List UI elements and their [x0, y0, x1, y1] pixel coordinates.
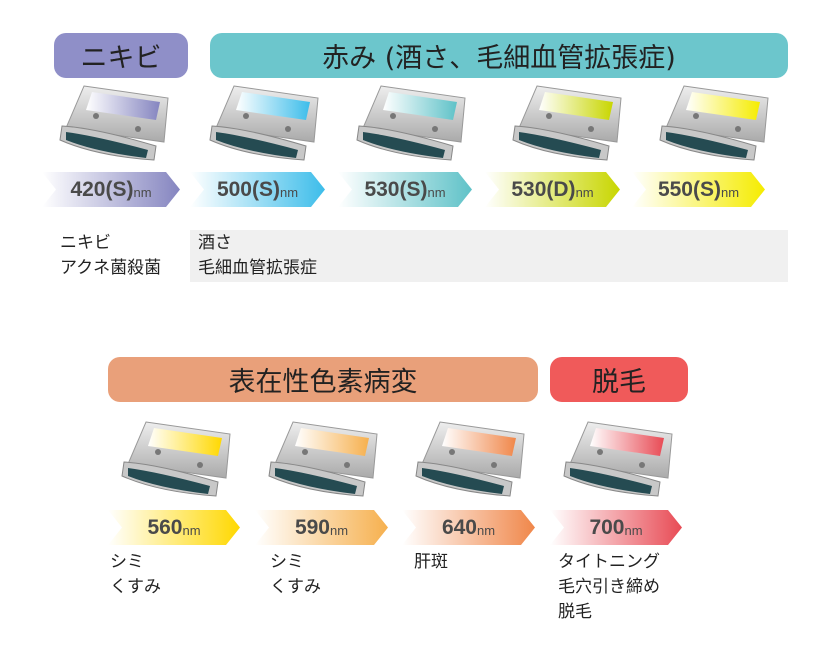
- filter-head-image: [412, 420, 530, 498]
- redness-desc-box: [190, 230, 788, 282]
- wavelength-value: 560: [147, 515, 183, 539]
- wavelength-arrow: 420(S)nm: [42, 172, 180, 207]
- filter-head-image: [206, 84, 324, 162]
- wavelength-value: 500(S): [216, 177, 280, 201]
- desc-590: シミくすみ: [270, 552, 321, 597]
- desc-560: シミくすみ: [110, 552, 161, 597]
- header-redness: 赤み (酒さ、毛細血管拡張症): [210, 33, 788, 78]
- wavelength-value: 550(S): [657, 177, 721, 201]
- wavelength-value: 590: [294, 515, 330, 539]
- wavelength-unit: nm: [575, 185, 594, 200]
- filter-head-image: [56, 84, 174, 162]
- filter-head-image: [560, 420, 678, 498]
- desc-acne: ニキビアクネ菌殺菌: [60, 233, 162, 278]
- wavelength-unit: nm: [624, 523, 643, 538]
- desc-redness: 酒さ毛細血管拡張症: [198, 233, 317, 278]
- filter-head-image: [656, 84, 774, 162]
- wavelength-value: 420(S): [70, 177, 134, 201]
- wavelength-unit: nm: [720, 185, 740, 200]
- header-hair-removal: 脱毛: [550, 357, 688, 402]
- wavelength-unit: nm: [427, 185, 446, 200]
- filter-head-image: [265, 420, 383, 498]
- wavelength-unit: nm: [279, 185, 299, 200]
- wavelength-unit: nm: [133, 185, 152, 200]
- wavelength-arrow: 500(S)nm: [190, 172, 325, 207]
- wavelength-value: 700: [589, 515, 625, 539]
- wavelength-value: 530(D): [511, 177, 576, 201]
- wavelength-arrow: 550(S)nm: [632, 172, 765, 207]
- wavelength-arrow: 530(D)nm: [485, 172, 620, 207]
- filter-head-image: [509, 84, 627, 162]
- wavelength-value: 640: [441, 515, 477, 539]
- wavelength-arrow: 530(S)nm: [338, 172, 472, 207]
- desc-700: タイトニング毛穴引き締め脱毛: [558, 552, 660, 622]
- wavelength-value: 530(S): [364, 177, 428, 201]
- filter-head-image: [118, 420, 236, 498]
- wavelength-unit: nm: [182, 523, 201, 538]
- desc-640: 肝斑: [414, 552, 448, 572]
- filter-head-image: [353, 84, 471, 162]
- header-pigment: 表在性色素病変: [108, 357, 538, 402]
- header-acne: ニキビ: [54, 33, 188, 78]
- wavelength-unit: nm: [476, 523, 496, 538]
- wavelength-unit: nm: [329, 523, 349, 538]
